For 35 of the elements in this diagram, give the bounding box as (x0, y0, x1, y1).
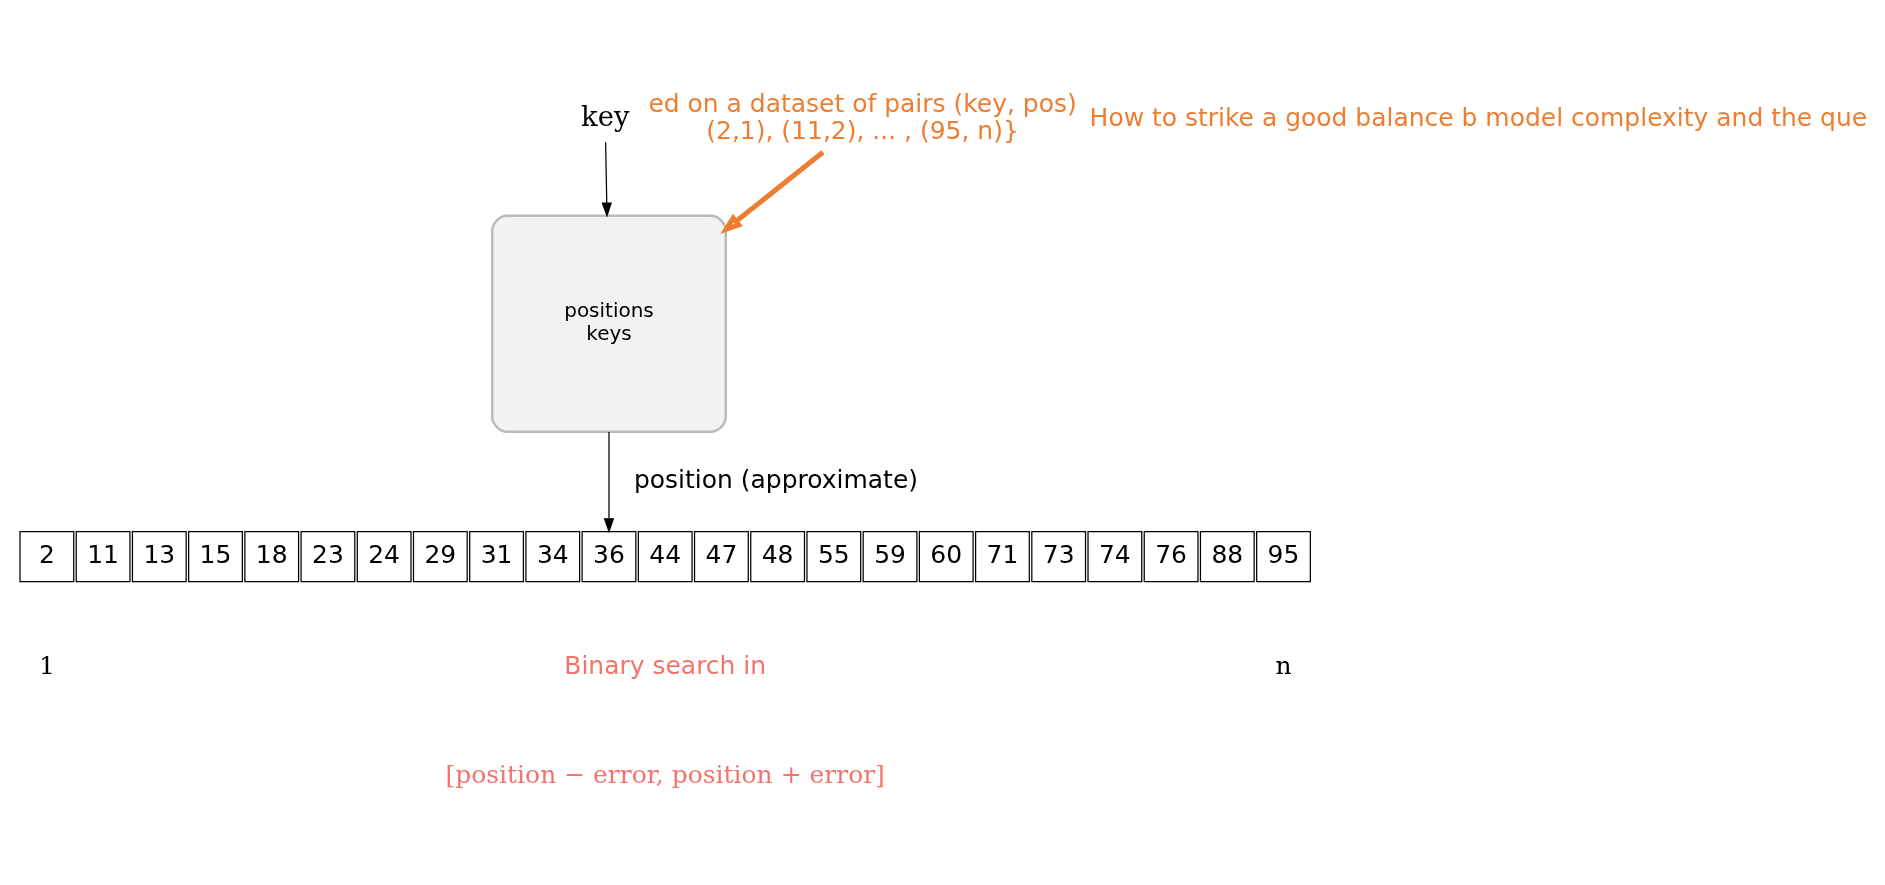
node-box: 71 (974, 530, 1030, 582)
node-box: 13 (131, 530, 187, 582)
node-box: 55 (806, 530, 862, 582)
node-box: 23 (300, 530, 356, 582)
node-box: 95 (1256, 530, 1311, 582)
node-box: 18 (244, 530, 300, 582)
arrow (601, 141, 612, 217)
edge-label: position (approximate) (633, 464, 918, 494)
node-box: 73 (1031, 530, 1087, 582)
node-box: 60 (918, 530, 974, 582)
node-box: 48 (750, 530, 806, 582)
node-box: 34 (525, 530, 581, 582)
node-box: 74 (1087, 530, 1143, 582)
label: n (1275, 650, 1292, 680)
node-box: 31 (469, 530, 525, 582)
node-text: ed on a dataset of pairs (key, pos) (2,1), (11,2), ... , (95, n)} (648, 88, 1077, 145)
node-box: positions keys (490, 213, 728, 433)
node-box: 59 (862, 530, 918, 582)
arrow (720, 149, 825, 234)
label: [position − error, position + error] (445, 759, 885, 789)
node-box: 44 (637, 530, 693, 582)
node-box: 29 (412, 530, 468, 582)
label: 1 (38, 650, 55, 680)
node-box: 36 (581, 530, 637, 582)
arrow (603, 430, 615, 533)
node-box: 76 (1143, 530, 1199, 582)
node-box: 88 (1199, 530, 1255, 582)
node-text: key (581, 99, 630, 132)
node-box: 24 (356, 530, 412, 582)
node-box: 2 (19, 530, 75, 582)
label: How to strike a good balance b model complexity and the que (1089, 102, 1868, 132)
node-box: 11 (75, 530, 131, 582)
label: Binary search in (564, 650, 767, 680)
node-box: 47 (693, 530, 749, 582)
node-box: 15 (188, 530, 243, 582)
